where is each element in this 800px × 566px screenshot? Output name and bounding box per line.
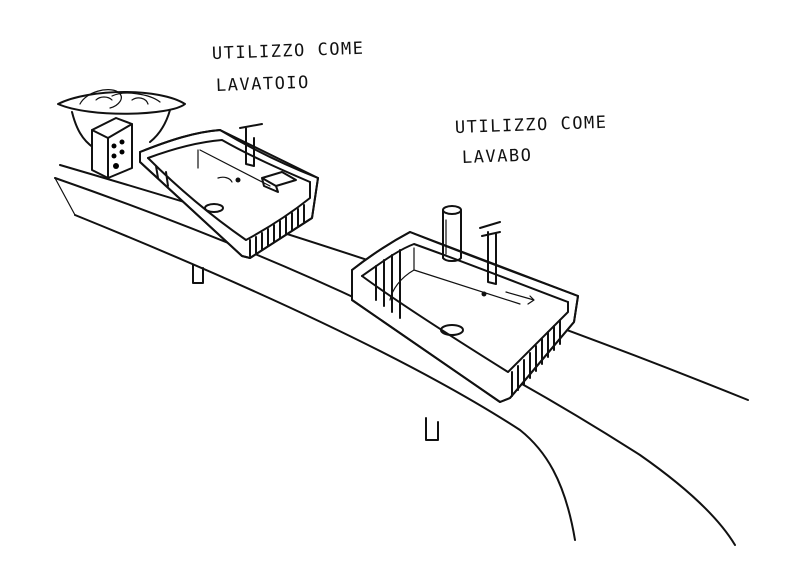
label-lavabo-line2: LAVABO xyxy=(461,145,533,168)
basin-lavabo xyxy=(351,205,579,403)
basin-lavatoio xyxy=(139,123,319,259)
basin-lavatoio-tap xyxy=(239,123,263,167)
control-box xyxy=(91,117,133,179)
laundry-basket xyxy=(57,89,186,149)
countertop xyxy=(54,164,749,546)
basin-lavatoio-ribs xyxy=(155,165,305,257)
basin-lavabo-tap xyxy=(479,221,501,285)
label-lavatoio-line2: LAVATOIO xyxy=(215,72,311,96)
basin-lavabo-soap-holder xyxy=(442,205,462,262)
leg-left xyxy=(192,264,204,284)
basin-lavabo-drain xyxy=(440,324,464,336)
countertop-legs xyxy=(192,264,439,441)
basin-lavatoio-drain xyxy=(204,203,224,213)
basin-lavabo-ribs xyxy=(375,249,561,397)
countertop-front-edge xyxy=(54,177,736,546)
leg-right xyxy=(425,417,439,441)
